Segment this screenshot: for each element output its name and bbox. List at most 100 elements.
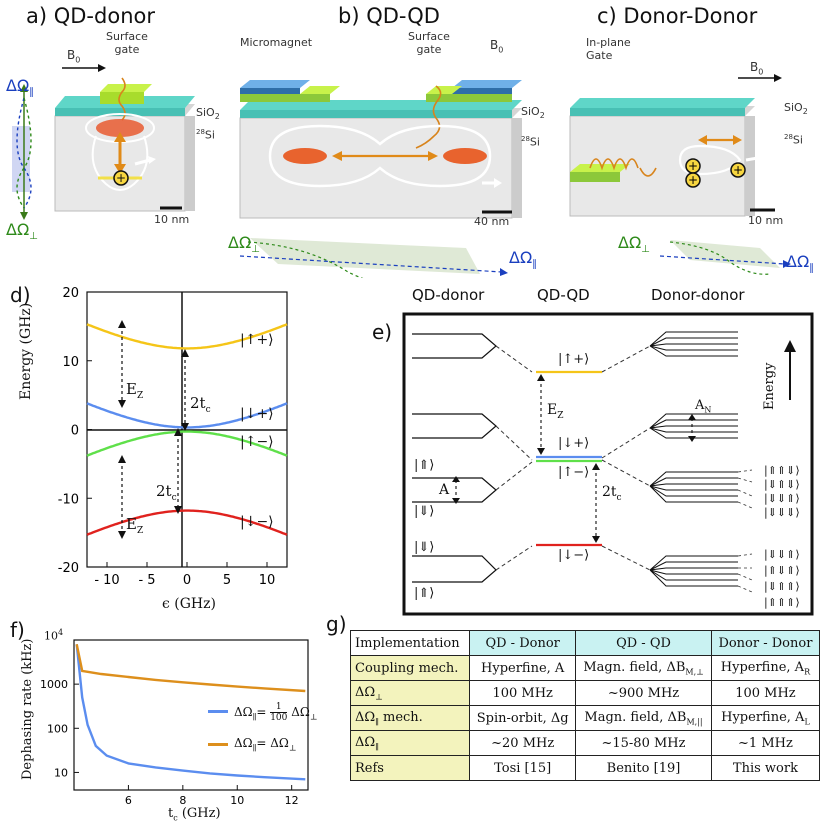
y-tick-label: -20 (58, 561, 79, 576)
table-row: ΔΩ∥ ~20 MHz ~15-80 MHz ~1 MHz (349, 730, 821, 756)
panel-c-sio2-label: SiO (784, 101, 803, 114)
table-cell-sub: ∥ (375, 742, 379, 752)
panel-b-si-label: Si (529, 135, 540, 149)
panel-b-title: b) QD-QD (338, 4, 440, 28)
panel-f-legend-2-rhs: = ΔΩ (256, 736, 289, 750)
panel-b-dperp-label: ΔΩ (228, 233, 252, 252)
table-cell: 100 MHz (469, 680, 577, 706)
panel-c-scale-label: 10 nm (748, 214, 784, 227)
panel-c-dperp-label: ΔΩ (618, 233, 642, 252)
curve-down-plus (86, 402, 288, 429)
y-tick-label: 1000 (40, 678, 68, 691)
table-row-head: Coupling mech. (349, 655, 471, 681)
panel-a-device: + (12, 64, 195, 220)
table-cell-sub: L (804, 717, 810, 727)
panel-e-right-state-6: |⇓⇑⇑⟩ (764, 580, 800, 593)
x-tick-label: - 5 (138, 573, 155, 588)
panel-a-dperp-sub: ⊥ (29, 231, 38, 243)
x-tick-label: 10 (230, 794, 244, 807)
table-cell: Magn. field, ΔBM,⊥ (575, 655, 712, 681)
panel-e-col-2: Donor-donor (651, 286, 745, 304)
panel-a-si-sup: 28 (196, 128, 205, 136)
table-header-cell: QD - QD (575, 630, 712, 656)
table-row: ΔΩ∥ mech. Spin-orbit, Δg Magn. field, ΔB… (349, 705, 821, 731)
panel-b-b0-sub: 0 (498, 45, 504, 55)
panel-d-tc2-sub: c (171, 493, 177, 503)
panel-f-legend-2-sub: ∥ (252, 743, 257, 753)
table-cell-text: Magn. field, ΔB (583, 659, 686, 675)
panel-e-left-state-3: |⇑⟩ (414, 586, 435, 601)
panel-g-table: Implementation QD - Donor QD - QD Donor … (349, 630, 821, 781)
panel-c-title: c) Donor-Donor (597, 4, 758, 28)
panel-b-micromagnet-label: Micromagnet (240, 36, 313, 49)
panel-c-dpar-label: ΔΩ (786, 252, 810, 271)
panel-e-col-0: QD-donor (412, 286, 485, 304)
panel-g-label: g) (326, 612, 347, 636)
panel-b-dperp-sub: ⊥ (251, 244, 260, 256)
panel-b-gate-label: Surface gate (408, 30, 450, 56)
panel-f-legend-1-rhs-sub: ⊥ (309, 712, 318, 722)
table-cell-sub: ⊥ (375, 692, 383, 702)
panel-d-ez2: E (126, 515, 137, 533)
y-tick-label: -10 (58, 492, 79, 507)
table-cell: Magn. field, ΔBM,|| (575, 705, 712, 731)
panel-a-sio2-label: SiO (196, 106, 215, 119)
panel-d-ez1: E (126, 380, 137, 398)
panel-c-b0-label: B (750, 60, 759, 74)
panel-e-right-state-1: |⇓⇑⇓⟩ (764, 478, 800, 491)
x-tick-label: 8 (179, 794, 186, 807)
panel-e-col-1: QD-QD (537, 286, 590, 304)
panel-e-mid-state-2: |↑−⟩ (558, 465, 590, 480)
panel-c-b0-sub: 0 (758, 67, 764, 77)
panel-f-ytop: 10 (44, 629, 58, 643)
y-tick-label: 20 (62, 286, 79, 301)
svg-text:+: + (688, 173, 698, 187)
panel-b-device (239, 80, 522, 278)
panel-a-title: a) QD-donor (26, 4, 155, 28)
panel-e-right-state-2: |⇓⇓⇑⟩ (764, 492, 800, 505)
table-row: Coupling mech. Hyperfine, A Magn. field,… (349, 655, 821, 681)
curve-up-plus (86, 323, 288, 350)
panel-e-an: A (695, 398, 705, 413)
panel-e-right-state-7: |⇑⇑⇑⟩ (764, 596, 800, 609)
panel-e-energy-label: Energy (762, 362, 777, 410)
table-header-cell: QD - Donor (469, 630, 577, 656)
table-cell-text: Magn. field, ΔB (584, 709, 687, 725)
panel-a-b0-label: B (67, 48, 76, 62)
table-cell: ~15-80 MHz (575, 730, 712, 756)
panel-f-legend-1-lhs-sub: ∥ (252, 712, 257, 722)
table-cell: Tosi [15] (469, 755, 577, 781)
table-cell: Spin-orbit, Δg (469, 705, 577, 731)
panel-f-xlabel-unit: (GHz) (177, 806, 221, 821)
panel-f-xlabel-sub: c (173, 813, 178, 823)
panel-e-left-state-0: |⇑⟩ (414, 458, 435, 473)
panel-a-gate-label: Surface gate (106, 30, 148, 56)
panel-d-state-0: |↑+⟩ (240, 332, 274, 348)
curve-up-minus (86, 430, 288, 457)
table-cell: Hyperfine, AR (710, 655, 821, 681)
panel-f-label: f) (10, 618, 25, 642)
table-cell-text: ΔΩ (355, 709, 376, 725)
x-tick-label: - 10 (94, 573, 119, 588)
panel-d-state-3: |↓−⟩ (240, 514, 274, 530)
panel-f-legend-swatch-2 (208, 743, 228, 746)
table-cell-text: mech. (378, 709, 423, 725)
x-tick-label: 10 (259, 573, 276, 588)
table-cell: This work (710, 755, 821, 781)
y-tick-label: 100 (47, 722, 68, 735)
table-row: ΔΩ⊥ 100 MHz ~900 MHz 100 MHz (349, 680, 821, 706)
panel-e-label: e) (372, 320, 393, 344)
panel-d-ez2-sub: Z (136, 526, 144, 536)
x-tick-label: 6 (125, 794, 132, 807)
table-cell: Hyperfine, A (469, 655, 577, 681)
panel-f-legend-2: ΔΩ (234, 736, 253, 750)
panel-e-ez-sub: Z (557, 410, 564, 421)
panel-f-legend-swatch-1 (208, 710, 228, 713)
table-cell-sub: M,|| (686, 717, 703, 727)
table-cell: Benito [19] (575, 755, 712, 781)
x-tick-label: 12 (285, 794, 299, 807)
panel-e-tc: 2t (602, 484, 617, 500)
panel-e-mid-state-3: |↓−⟩ (558, 548, 590, 563)
panel-f-frame (73, 639, 309, 791)
